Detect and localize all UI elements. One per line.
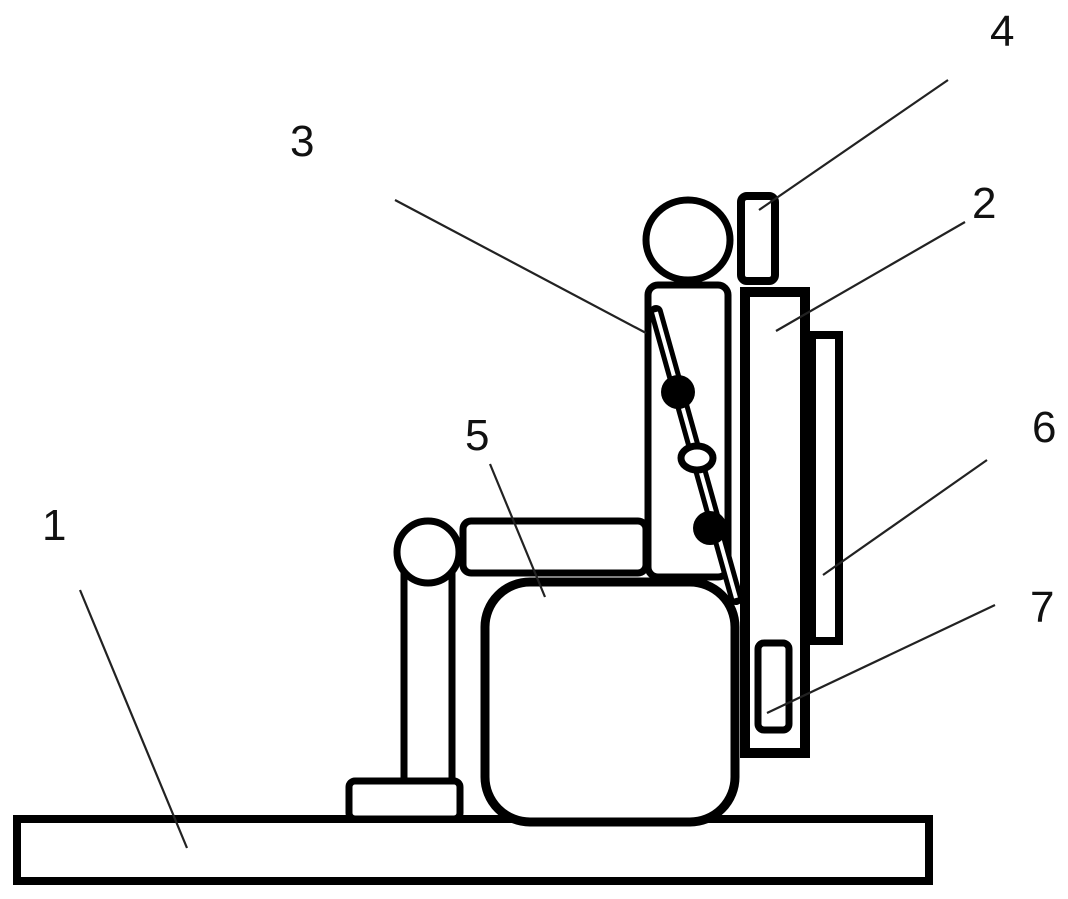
base-platform xyxy=(17,819,929,881)
occupant-thigh xyxy=(463,521,646,573)
label-5: 5 xyxy=(465,411,489,460)
buckle-unit xyxy=(758,643,789,730)
leader-line-1 xyxy=(80,590,187,848)
seat-cushion xyxy=(485,582,735,822)
belt-anchor-upper xyxy=(661,375,695,409)
back-panel xyxy=(812,335,839,641)
leader-line-4 xyxy=(759,80,948,210)
occupant-foot xyxy=(349,781,460,819)
belt-ring xyxy=(681,446,713,470)
label-1: 1 xyxy=(42,501,66,550)
headrest xyxy=(741,196,775,281)
belt-anchor-lower xyxy=(693,511,727,545)
occupant-shin xyxy=(404,565,452,781)
leader-line-6 xyxy=(823,460,987,575)
label-3: 3 xyxy=(290,117,314,166)
leader-line-3 xyxy=(395,200,646,333)
label-2: 2 xyxy=(972,179,996,228)
label-7: 7 xyxy=(1030,583,1054,632)
occupant-knee xyxy=(397,521,459,583)
label-6: 6 xyxy=(1032,403,1056,452)
occupant-head xyxy=(646,200,730,280)
label-4: 4 xyxy=(990,7,1014,56)
leader-line-2 xyxy=(776,222,965,331)
